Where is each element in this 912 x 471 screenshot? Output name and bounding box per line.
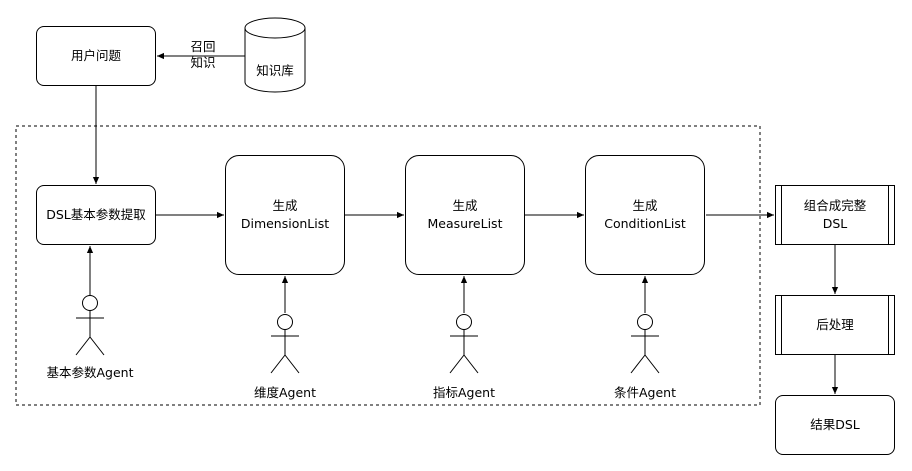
user-question-label: 用户问题 <box>70 48 121 63</box>
agent-label-dimension: 维度Agent <box>254 385 316 400</box>
gen-condition-node[interactable]: 生成 ConditionList <box>585 155 705 275</box>
dsl-extract-node[interactable]: DSL基本参数提取 <box>36 185 156 245</box>
dsl-extract-label: DSL基本参数提取 <box>46 207 146 222</box>
post-process-label: 后处理 <box>816 317 854 332</box>
recall-edge-label: 召回 知识 <box>186 39 220 71</box>
result-dsl-label: 结果DSL <box>810 417 860 432</box>
result-dsl-node[interactable]: 结果DSL <box>775 395 895 455</box>
recall-label-line-1: 召回 <box>190 39 216 54</box>
gen-measure-node[interactable]: 生成 MeasureList <box>405 155 525 275</box>
compose-dsl-node[interactable]: 组合成完整 DSL <box>775 185 895 245</box>
actor-icon-dimension <box>270 314 300 374</box>
actor-icon-basic <box>75 295 105 356</box>
compose-label-2: DSL <box>822 216 848 231</box>
gen-measure-label-2: MeasureList <box>427 216 503 231</box>
agent-label-basic: 基本参数Agent <box>46 365 134 380</box>
agent-label-metric: 指标Agent <box>433 385 495 400</box>
gen-condition-label-2: ConditionList <box>604 216 686 231</box>
gen-dimension-label-2: DimensionList <box>240 216 330 231</box>
compose-label-1: 组合成完整 <box>803 198 867 213</box>
gen-dimension-node[interactable]: 生成 DimensionList <box>225 155 345 275</box>
gen-dimension-label-1: 生成 <box>272 198 298 213</box>
actor-icon-condition <box>630 314 660 374</box>
agent-group-container <box>15 125 761 406</box>
knowledge-base-cylinder <box>244 17 306 93</box>
recall-label-line-2: 知识 <box>190 55 216 70</box>
actor-icon-metric <box>449 314 479 374</box>
agent-label-condition: 条件Agent <box>614 385 676 400</box>
gen-condition-label-1: 生成 <box>632 198 658 213</box>
user-question-node[interactable]: 用户问题 <box>36 26 156 86</box>
post-process-node[interactable]: 后处理 <box>775 295 895 355</box>
gen-measure-label-1: 生成 <box>452 198 478 213</box>
knowledge-base-label: 知识库 <box>256 63 294 78</box>
